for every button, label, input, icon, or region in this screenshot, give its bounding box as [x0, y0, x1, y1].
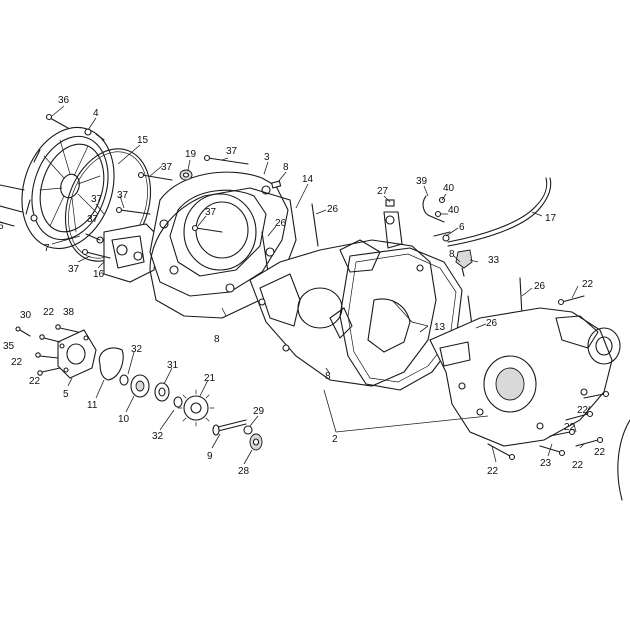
- bolts-22-right: [487, 295, 610, 461]
- callout-26: 26: [327, 204, 339, 215]
- callout-32: 32: [152, 431, 164, 442]
- callout-16: 16: [93, 269, 105, 280]
- pump-cover-5: [57, 329, 97, 379]
- clutch-cover: [149, 171, 289, 297]
- callout-22: 22: [43, 307, 55, 318]
- callout-35: 35: [3, 341, 15, 352]
- callout-27: 27: [377, 186, 389, 197]
- callout-36: 36: [58, 95, 70, 106]
- callout-28: 28: [238, 466, 250, 477]
- oil-seal-19: [179, 169, 193, 181]
- callout-39: 39: [416, 176, 428, 187]
- callout-14: 14: [302, 174, 314, 185]
- callout-3: 3: [264, 152, 270, 163]
- right-crankcase: [429, 307, 621, 447]
- callout-22: 22: [29, 376, 41, 387]
- callout-17: 17: [545, 213, 557, 224]
- callout-7: 7: [44, 243, 50, 254]
- seal-29: [243, 425, 253, 435]
- callout-22: 22: [487, 466, 499, 477]
- callouts: 36 4 15 19 37 37 3 8 14 27 39 40 40 6 17…: [0, 95, 606, 477]
- callout-6: 6: [0, 221, 4, 232]
- callout-38: 38: [63, 307, 75, 318]
- callout-10: 10: [118, 414, 130, 425]
- gear-21: [177, 389, 215, 427]
- washer-32b: [173, 396, 183, 408]
- callout-8: 8: [283, 162, 289, 173]
- bearing-31: [154, 382, 170, 402]
- callout-6: 6: [459, 222, 465, 233]
- callout-23: 23: [540, 458, 552, 469]
- callout-37: 37: [117, 190, 129, 201]
- callout-31: 31: [167, 360, 179, 371]
- ignition-cover: [21, 126, 115, 250]
- callout-11: 11: [87, 400, 98, 411]
- callout-5: 5: [63, 389, 69, 400]
- callout-37: 37: [226, 146, 238, 157]
- callout-29: 29: [253, 406, 265, 417]
- callout-22: 22: [582, 279, 594, 290]
- stud-26-upper: [261, 203, 319, 273]
- callout-8: 8: [325, 371, 331, 382]
- callout-26: 26: [275, 218, 287, 229]
- shaft-9: [212, 419, 247, 436]
- callout-22: 22: [572, 460, 584, 471]
- callout-22: 22: [594, 447, 606, 458]
- callout-30: 30: [20, 310, 32, 321]
- left-crankcase: [249, 211, 437, 387]
- callout-37: 37: [68, 264, 80, 275]
- bolts-37: [81, 154, 249, 259]
- leader-lines: [51, 105, 591, 465]
- impeller-10: [130, 374, 150, 398]
- plug-33: [455, 249, 473, 277]
- callout-13: 13: [434, 322, 446, 333]
- callout-8: 8: [214, 334, 220, 345]
- washer-32a: [119, 374, 129, 386]
- right-edge-arc: [617, 419, 630, 501]
- callout-8: 8: [449, 249, 455, 260]
- callout-4: 4: [93, 108, 99, 119]
- callout-19: 19: [185, 149, 197, 160]
- callout-15: 15: [137, 135, 149, 146]
- callout-37: 37: [91, 194, 103, 205]
- callout-26: 26: [486, 318, 498, 329]
- callout-40: 40: [443, 183, 455, 194]
- pump-bolts: [15, 324, 79, 376]
- water-pump-housing: [85, 223, 159, 283]
- clutch-gasket: [149, 187, 297, 319]
- callout-22: 22: [564, 422, 576, 433]
- o-ring-11: [98, 347, 124, 381]
- callout-40: 40: [448, 205, 460, 216]
- callout-22: 22: [11, 357, 23, 368]
- bearing-28: [249, 433, 263, 451]
- breather-fittings: [385, 195, 451, 242]
- callout-37: 37: [205, 207, 217, 218]
- center-gasket: [339, 247, 463, 391]
- dowel-8: [270, 180, 282, 189]
- callout-33: 33: [488, 255, 500, 266]
- breather-hose: [447, 177, 552, 247]
- callout-26: 26: [534, 281, 546, 292]
- callout-2: 2: [332, 434, 338, 445]
- callout-9: 9: [207, 451, 213, 462]
- callout-37: 37: [161, 162, 173, 173]
- callout-32: 32: [131, 344, 143, 355]
- callout-21: 21: [204, 373, 216, 384]
- callout-22: 22: [577, 405, 589, 416]
- callout-37: 37: [87, 214, 99, 225]
- screw-36: [45, 113, 69, 129]
- edge-bolts: [0, 184, 25, 227]
